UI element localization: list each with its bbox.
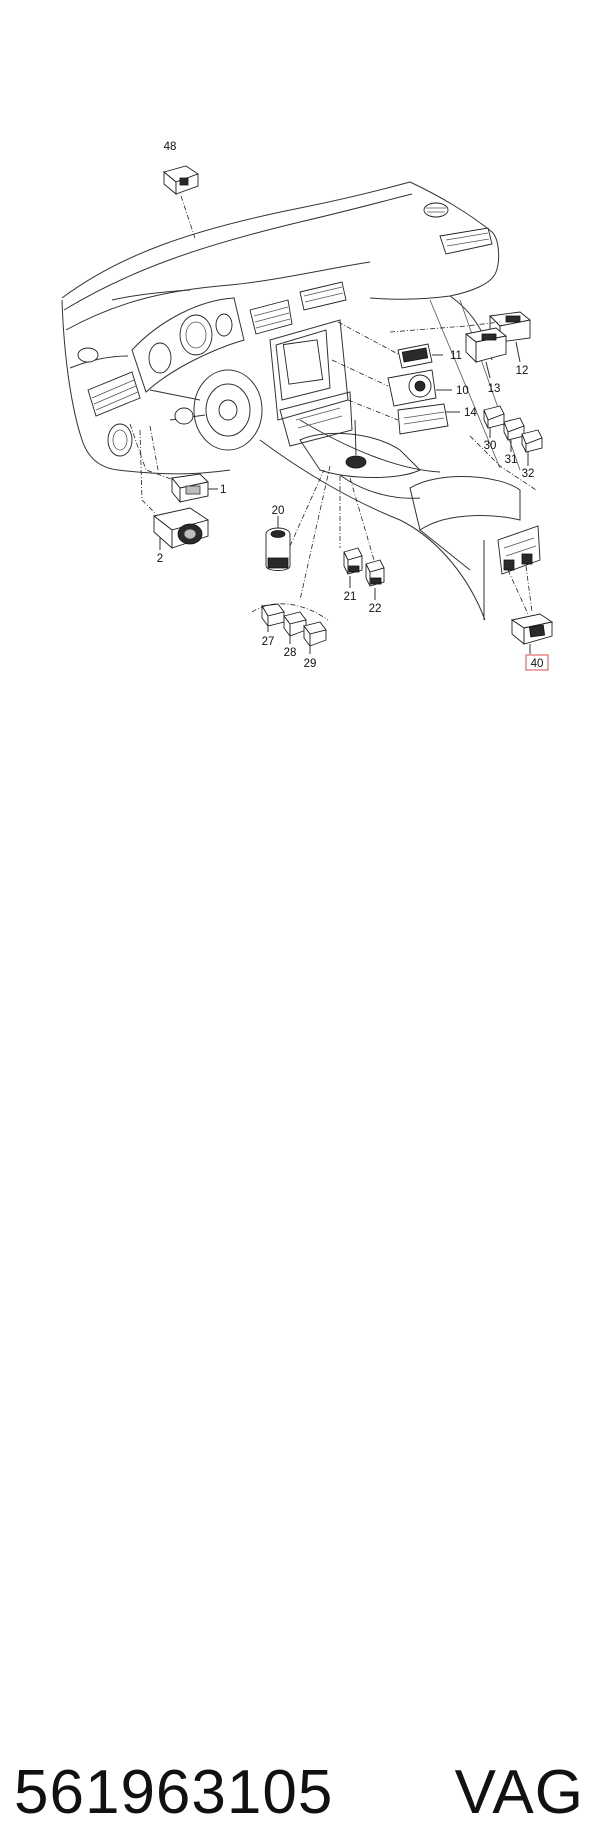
callout-1: 1 <box>220 484 226 496</box>
callout-40-highlight <box>525 654 549 671</box>
callout-12: 12 <box>516 365 529 377</box>
parts-diagram-page: 48 11 13 12 10 14 30 31 32 1 2 20 21 22 … <box>0 141 600 1824</box>
center-console <box>269 319 541 620</box>
parts-27-28-29 <box>251 465 331 654</box>
air-vents <box>77 202 493 457</box>
part-40 <box>507 565 554 654</box>
dashboard-exploded-diagram: 48 11 13 12 10 14 30 31 32 1 2 20 21 22 … <box>61 141 554 671</box>
callout-10: 10 <box>456 385 469 397</box>
callout-40: 40 <box>531 658 544 670</box>
steering-wheel <box>149 369 263 451</box>
callout-28: 28 <box>284 647 297 659</box>
part-number: 561963105 <box>14 1758 334 1827</box>
part-20 <box>265 469 325 571</box>
callout-2: 2 <box>157 553 163 565</box>
instrument-cluster <box>131 297 245 393</box>
parts-10-11-14 <box>331 321 460 435</box>
callout-20: 20 <box>272 505 285 517</box>
callout-22: 22 <box>369 603 382 615</box>
parts-12-13 <box>389 311 532 379</box>
dashboard-outline <box>61 181 521 621</box>
callout-29: 29 <box>304 658 317 670</box>
parts-21-22 <box>339 476 385 600</box>
footer: 561963105 VAG <box>0 880 600 1824</box>
callout-11: 11 <box>450 350 462 362</box>
callout-14: 14 <box>464 407 477 419</box>
parts-30-31-32 <box>469 405 543 491</box>
callout-labels: 48 11 13 12 10 14 30 31 32 1 2 20 21 22 … <box>157 141 549 671</box>
callout-32: 32 <box>522 468 535 480</box>
part-48 <box>163 165 199 239</box>
callout-13: 13 <box>488 383 501 395</box>
callout-21: 21 <box>344 591 357 603</box>
callout-31: 31 <box>505 454 518 466</box>
brand-name: VAG <box>454 1758 584 1827</box>
callout-48: 48 <box>164 141 177 153</box>
callout-27: 27 <box>262 636 275 648</box>
parts-1-2 <box>129 423 218 550</box>
callout-30: 30 <box>484 440 497 452</box>
